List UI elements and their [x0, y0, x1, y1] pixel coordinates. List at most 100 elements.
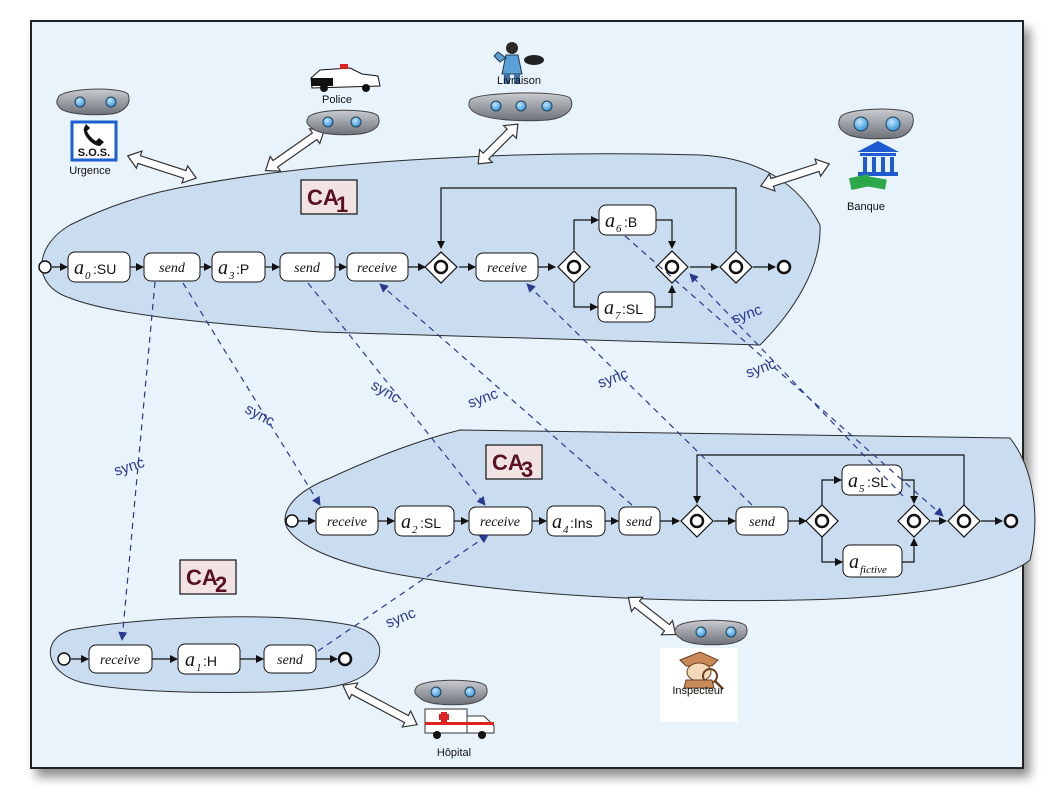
sync-label: sync — [466, 385, 501, 412]
ca3-gateway-1 — [680, 504, 714, 538]
sync-label: sync — [744, 355, 779, 382]
sync-a5-to-ca1-gateway — [689, 273, 904, 497]
svg-text:a: a — [605, 210, 615, 232]
police-car-icon — [310, 64, 381, 92]
svg-text:3: 3 — [228, 270, 235, 282]
svg-text:send: send — [159, 261, 186, 276]
svg-text:a: a — [552, 511, 562, 533]
ca1-end-event — [776, 259, 792, 275]
bank-icon — [848, 141, 899, 190]
agent-pill-icon — [674, 619, 748, 646]
ca1-flow — [52, 187, 776, 311]
ca3-gateway-4 — [947, 504, 981, 538]
svg-text::SL: :SL — [420, 515, 441, 531]
sync-connectors — [118, 235, 944, 652]
ca1-send-task-1[interactable]: send — [143, 252, 201, 282]
svg-text::SL: :SL — [622, 301, 643, 317]
ca3-send-task-2[interactable]: send — [735, 506, 789, 536]
sync-label: sync — [112, 454, 147, 480]
interaction-arrows — [126, 123, 831, 728]
svg-text::P: :P — [236, 261, 249, 277]
svg-text:CA: CA — [307, 185, 339, 210]
sync-label: sync — [242, 401, 278, 431]
svg-text:send: send — [277, 653, 304, 668]
ca1-gateway-1 — [424, 251, 458, 284]
agent-pill-icon — [838, 108, 914, 140]
svg-text:5: 5 — [859, 483, 865, 495]
ca3-activity-a5[interactable]: a 5 :SL — [841, 464, 903, 496]
ca3-receive-task-2[interactable]: receive — [468, 506, 533, 536]
svg-text::H: :H — [203, 653, 217, 669]
inspector-icon — [679, 651, 724, 690]
ca2-end-event — [337, 651, 353, 667]
sync-send2-to-ca3-receive2 — [307, 282, 486, 506]
agent-pill-icon — [56, 88, 130, 116]
svg-text:receive: receive — [327, 515, 367, 530]
svg-text:a: a — [401, 511, 411, 533]
svg-text:receive: receive — [100, 653, 140, 668]
ca3-activity-afictive[interactable]: a fictive — [842, 544, 903, 578]
ca2-send-task[interactable]: send — [263, 644, 317, 674]
ca3-start-event — [285, 514, 299, 528]
svg-text::B: :B — [624, 214, 637, 230]
ca1-receive-task-2[interactable]: receive — [475, 252, 539, 282]
ca3-label: CA 3 — [485, 444, 543, 482]
svg-text:0: 0 — [85, 270, 91, 282]
ca3-activity-a2[interactable]: a 2 :SL — [394, 505, 455, 537]
svg-text:receive: receive — [480, 515, 520, 530]
delivery-person-icon — [493, 42, 544, 84]
svg-text::Ins: :Ins — [570, 515, 593, 531]
svg-text:1: 1 — [336, 192, 348, 217]
ca1-region — [41, 153, 821, 346]
agent-pill-icon — [468, 92, 573, 122]
svg-text::SU: :SU — [93, 261, 116, 277]
ca2-start-event — [57, 652, 71, 666]
actor-label-police: Police — [322, 94, 352, 106]
agent-pill-icon — [306, 109, 380, 136]
sync-label: sync — [383, 604, 418, 632]
ca1-activity-a7[interactable]: a 7 :SL — [597, 291, 656, 323]
svg-text:a: a — [604, 297, 614, 319]
svg-text:6: 6 — [616, 223, 622, 235]
ca3-activity-a4[interactable]: a 4 :Ins — [546, 505, 606, 537]
svg-text::SL: :SL — [867, 474, 888, 490]
actor-label-hopital: Hôpital — [437, 747, 471, 759]
ca3-receive-task-1[interactable]: receive — [315, 506, 379, 536]
agent-pill-icon — [414, 679, 488, 706]
ca1-send-task-2[interactable]: send — [279, 252, 336, 282]
ca1-activity-a3[interactable]: a 3 :P — [211, 251, 266, 283]
actor-label-livraison: Livraison — [497, 75, 541, 87]
svg-text:send: send — [626, 515, 653, 530]
ca2-activity-a1[interactable]: a 1 :H — [177, 643, 241, 675]
svg-text:S.O.S.: S.O.S. — [78, 147, 110, 159]
svg-text:send: send — [294, 261, 321, 276]
svg-text:a: a — [185, 649, 195, 671]
ambulance-icon — [424, 708, 495, 739]
svg-text:2: 2 — [215, 572, 227, 597]
ca1-activity-a6[interactable]: a 6 :B — [598, 204, 657, 236]
svg-text:receive: receive — [357, 261, 397, 276]
ca1-gateway-2 — [557, 250, 591, 284]
ca1-receive-task-1[interactable]: receive — [346, 252, 409, 282]
svg-text:7: 7 — [615, 310, 621, 322]
ca3-send-task-1[interactable]: send — [618, 506, 661, 536]
ca3-gateway-2 — [805, 504, 839, 538]
svg-text:fictive: fictive — [860, 564, 887, 576]
sync-ca3-send2-to-ca1-receive2 — [526, 283, 753, 506]
sos-phone-icon: S.O.S. — [70, 120, 118, 162]
sync-ca2-send-to-ca3-receive2 — [317, 534, 489, 652]
ca1-label: CA 1 — [300, 179, 358, 217]
svg-text:CA: CA — [186, 565, 218, 590]
ca2-receive-task[interactable]: receive — [88, 644, 153, 674]
svg-text:a: a — [848, 470, 858, 492]
ca2-label: CA 2 — [179, 559, 237, 597]
actor-label-urgence: Urgence — [69, 165, 111, 177]
svg-text:a: a — [849, 551, 859, 573]
sync-label: sync — [596, 365, 631, 392]
ca3-end-event — [1003, 513, 1019, 529]
svg-text:CA: CA — [492, 450, 524, 475]
ca1-activity-a0[interactable]: a 0 :SU — [67, 251, 131, 283]
svg-text:a: a — [74, 257, 84, 279]
